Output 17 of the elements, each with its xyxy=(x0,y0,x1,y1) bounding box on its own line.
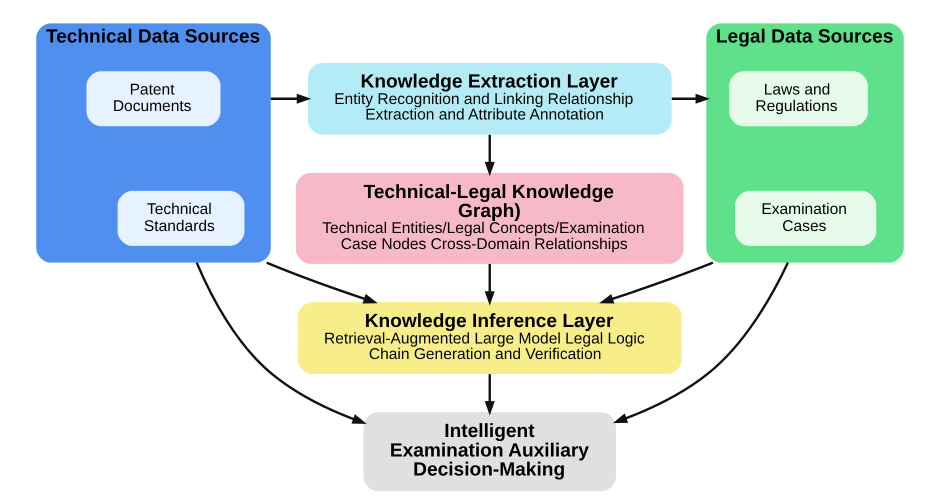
arrow xyxy=(196,262,367,424)
node-box: Knowledge Extraction Layer Entity Recognition and Linking Relationship Extraction and Attribute Annotation xyxy=(308,62,672,134)
node-box: Intelligent Examination Auxiliary Decision-Making xyxy=(364,412,616,491)
arrow xyxy=(612,262,789,423)
arrow xyxy=(599,261,714,304)
arrow xyxy=(270,93,312,104)
node-box: Examination Cases xyxy=(735,190,876,246)
arrow xyxy=(484,263,495,306)
arrow xyxy=(484,134,495,176)
arrow xyxy=(672,93,710,104)
arrow xyxy=(484,374,495,415)
node-box: Technical Standards xyxy=(118,190,244,246)
node-box: Patent Documents xyxy=(86,70,221,126)
node-box: Technical-Legal Knowledge Graph) Technical Entities/Legal Concepts/Examination Case Nodes Cross-Domain Relationships xyxy=(296,172,684,264)
node-box: Knowledge Inference Layer Retrieval-Augmented Large Model Legal Logic Chain Generation and Verification xyxy=(298,302,682,374)
node-box: Laws and Regulations xyxy=(729,70,868,126)
arrow xyxy=(266,261,378,303)
